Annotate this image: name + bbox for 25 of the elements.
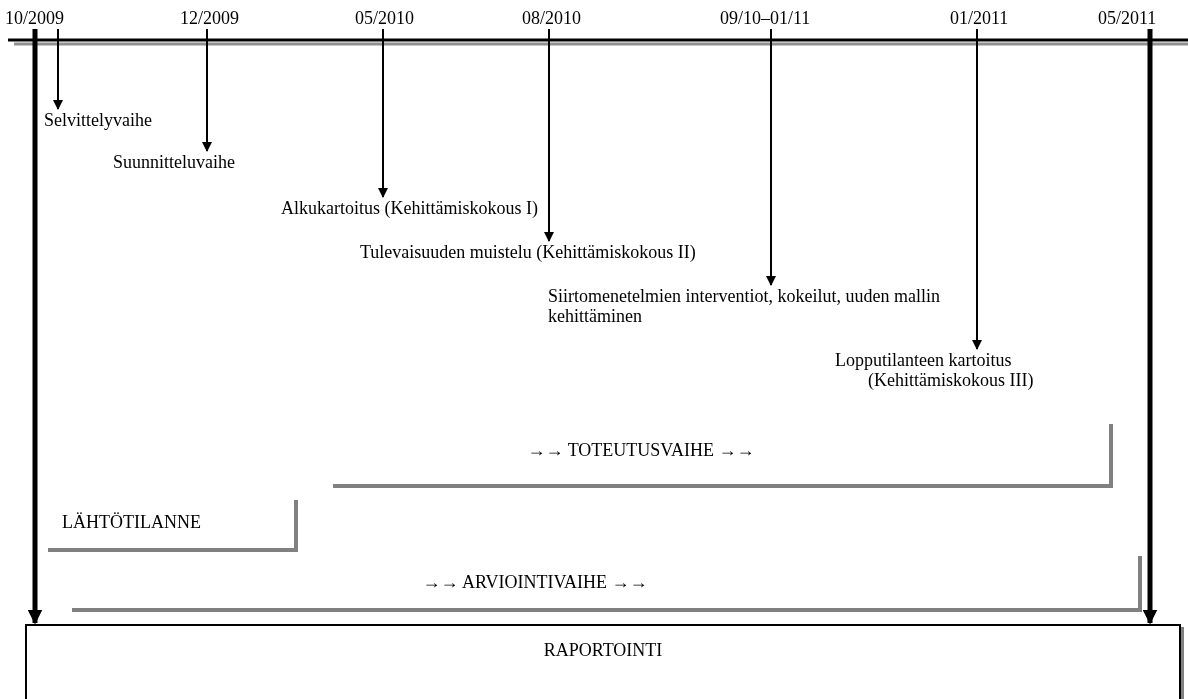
date-label: 05/2011 [1098, 8, 1157, 28]
date-label: 05/2010 [355, 8, 414, 28]
arrow [766, 28, 776, 286]
phase-label: Lopputilanteen kartoitus (Kehittämiskokous III) [835, 350, 1135, 390]
phase-label: Siirtomenetelmien interventiot, kokeilut, uuden mallin kehittäminen [548, 286, 968, 326]
process-box: RAPORTOINTI [25, 624, 1181, 699]
phase-bracket: →→ ARVIOINTIVAIHE →→ [72, 556, 1142, 612]
phase-label: Tulevaisuuden muistelu (Kehittämiskokous II) [360, 242, 696, 262]
date-label: 10/2009 [5, 8, 64, 28]
phase-bracket: →→ TOTEUTUSVAIHE →→ [333, 424, 1113, 488]
date-label: 08/2010 [522, 8, 581, 28]
date-label: 01/2011 [950, 8, 1009, 28]
arrow [544, 28, 554, 242]
phase-bracket: LÄHTÖTILANNE [48, 500, 298, 552]
arrow [202, 28, 212, 152]
arrow [53, 28, 63, 110]
phase-label: Selvittelyvaihe [44, 110, 152, 130]
phase-label: Suunnitteluvaihe [113, 152, 235, 172]
phase-label: Alkukartoitus (Kehittämiskokous I) [281, 198, 538, 218]
arrow [378, 28, 388, 198]
date-label: 09/10–01/11 [720, 8, 811, 28]
arrow [1142, 29, 1158, 625]
arrow [972, 28, 982, 350]
arrow [27, 29, 43, 625]
date-label: 12/2009 [180, 8, 239, 28]
